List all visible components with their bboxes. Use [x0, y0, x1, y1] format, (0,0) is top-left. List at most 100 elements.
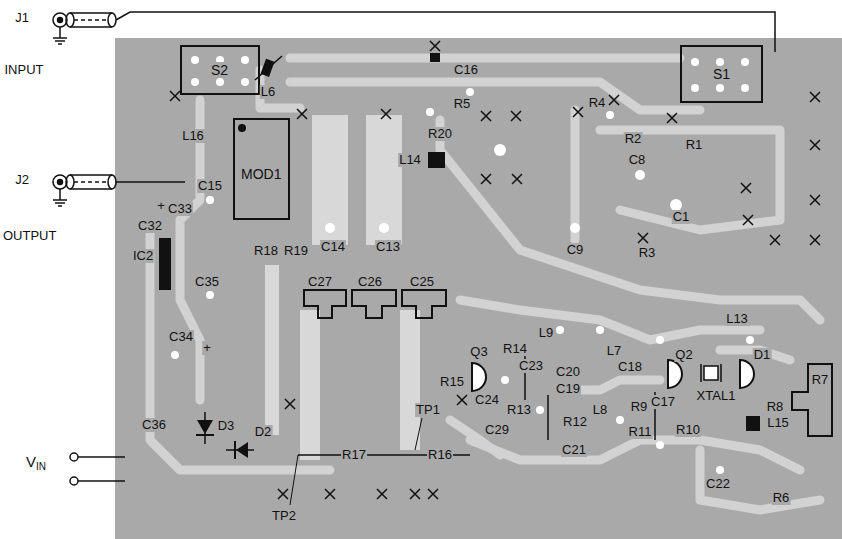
part-label: R17 — [341, 448, 367, 462]
component-box: S2 — [180, 45, 260, 95]
x-mark — [609, 95, 619, 105]
part-label: R19 — [283, 244, 309, 258]
part-label: R9 — [630, 400, 649, 414]
x-mark — [667, 113, 677, 123]
part-label: + — [156, 199, 166, 213]
x-mark — [410, 489, 420, 499]
part-label: C16 — [453, 63, 479, 77]
part-label: R5 — [453, 97, 472, 111]
part-label: R18 — [253, 244, 279, 258]
part-label: C29 — [484, 423, 510, 437]
part-label: R15 — [439, 375, 465, 389]
part-label: C26 — [357, 275, 383, 289]
part-label: D3 — [217, 419, 236, 433]
part-label: Q2 — [674, 348, 693, 362]
part-label: INPUT — [4, 63, 45, 77]
x-mark — [512, 174, 522, 184]
part-label: D2 — [254, 425, 273, 439]
part-label: IC2 — [132, 249, 154, 263]
part-label: C27 — [307, 275, 333, 289]
x-mark — [810, 140, 820, 150]
part-label: R13 — [506, 403, 532, 417]
part-label: C34 — [168, 330, 194, 344]
part-label: XTAL1 — [696, 389, 737, 403]
part-label: L7 — [606, 344, 622, 358]
copper-traces — [150, 58, 820, 510]
part-label: V — [25, 455, 37, 469]
part-label: L16 — [181, 129, 205, 143]
part-label: R3 — [638, 246, 657, 260]
part-label: + — [202, 341, 212, 355]
part-label: L8 — [592, 403, 608, 417]
part-label: IN — [35, 460, 47, 474]
part-label: L15 — [766, 416, 790, 430]
x-mark — [511, 111, 521, 121]
part-name: S2 — [209, 62, 230, 78]
part-label: TP1 — [415, 403, 441, 417]
x-mark — [810, 92, 820, 102]
part-label: C18 — [617, 360, 643, 374]
x-mark — [770, 235, 780, 245]
part-label: OUTPUT — [2, 229, 57, 243]
x-mark — [430, 41, 440, 51]
part-label: C33 — [167, 202, 193, 216]
part-label: R14 — [502, 342, 528, 356]
part-name: MOD1 — [239, 166, 283, 182]
x-mark — [638, 233, 648, 243]
part-label: C14 — [320, 240, 346, 254]
part-label: C35 — [194, 275, 220, 289]
part-label: R7 — [811, 373, 830, 387]
x-mark — [278, 489, 288, 499]
part-label: C9 — [566, 243, 585, 257]
part-label: L6 — [260, 85, 276, 99]
part-label: L9 — [538, 326, 554, 340]
part-label: C17 — [650, 395, 676, 409]
part-label: D1 — [753, 348, 772, 362]
x-mark — [170, 91, 180, 101]
part-label: C20 — [555, 365, 581, 379]
x-mark — [325, 489, 335, 499]
part-label: R11 — [628, 425, 653, 439]
part-label: R10 — [675, 423, 701, 437]
part-label: J2 — [14, 173, 30, 187]
part-label: C23 — [518, 359, 544, 373]
part-label: C15 — [197, 179, 223, 193]
part-label: L13 — [725, 312, 749, 326]
x-mark — [741, 183, 751, 193]
part-label: R6 — [772, 491, 791, 505]
part-label: J1 — [14, 11, 30, 25]
components — [159, 53, 832, 505]
part-label: R16 — [427, 448, 453, 462]
part-label: C19 — [555, 382, 581, 396]
part-label: C1 — [672, 210, 691, 224]
part-label: C13 — [375, 240, 401, 254]
part-label: TP2 — [271, 509, 297, 523]
x-mark — [457, 395, 467, 405]
part-label: R2 — [624, 132, 643, 146]
board — [115, 38, 842, 539]
x-mark — [428, 489, 438, 499]
component-box: S1 — [680, 45, 763, 103]
part-label: L14 — [398, 153, 422, 167]
x-mark — [573, 107, 583, 117]
part-label: R8 — [766, 400, 785, 414]
jacks-cables — [53, 12, 775, 485]
x-mark — [743, 215, 753, 225]
part-label: R12 — [562, 415, 588, 429]
x-mark — [285, 399, 295, 409]
x-mark — [481, 111, 491, 121]
component-box: MOD1 — [233, 118, 290, 220]
part-label: R4 — [588, 96, 607, 110]
x-mark — [481, 174, 491, 184]
x-marks — [170, 41, 820, 499]
x-mark — [810, 195, 820, 205]
x-mark — [381, 109, 391, 119]
part-label: C22 — [705, 477, 731, 491]
part-label: C36 — [141, 418, 167, 432]
part-label: C25 — [409, 275, 435, 289]
part-name: S1 — [711, 66, 732, 82]
part-label: R1 — [685, 138, 704, 152]
x-mark — [377, 489, 387, 499]
part-label: C24 — [474, 393, 500, 407]
x-mark — [810, 235, 820, 245]
